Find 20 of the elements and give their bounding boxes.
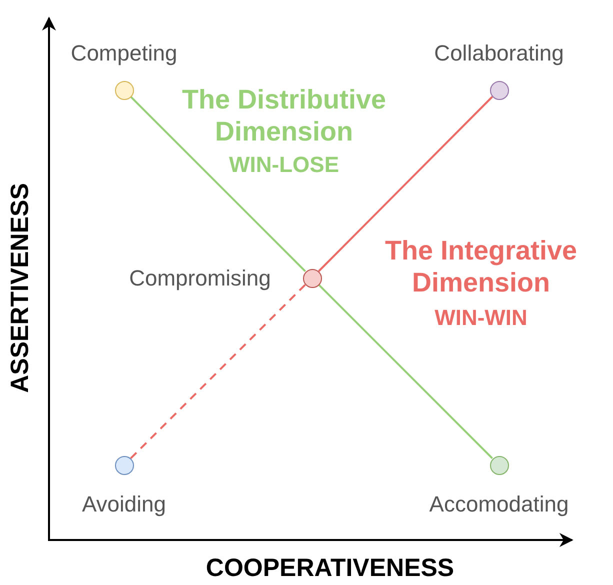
- axis-title: ASSERTIVENESS: [5, 183, 35, 393]
- connector-line: [318, 96, 493, 272]
- dimension-title: The Integrative Dimension: [384, 234, 578, 300]
- connector-line: [130, 96, 306, 272]
- point-label: Avoiding: [82, 491, 166, 517]
- axis-title: COOPERATIVENESS: [206, 553, 454, 583]
- point-label: Compromising: [129, 265, 271, 291]
- dimension-title: The Distributive Dimension: [180, 84, 388, 148]
- point-label: Accomodating: [429, 491, 569, 517]
- connector-line: [318, 284, 493, 459]
- circle-marker: [114, 456, 134, 474]
- circle-marker: [490, 80, 508, 100]
- circle-marker: [302, 268, 322, 288]
- dimension-subtitle: WIN-WIN: [434, 304, 528, 332]
- circle-marker: [114, 80, 134, 100]
- dimension-subtitle: WIN-LOSE: [229, 152, 339, 178]
- circle-marker: [490, 456, 508, 474]
- connector-line: [130, 284, 306, 459]
- point-label: Competing: [70, 40, 178, 66]
- point-label: Collaborating: [434, 40, 564, 66]
